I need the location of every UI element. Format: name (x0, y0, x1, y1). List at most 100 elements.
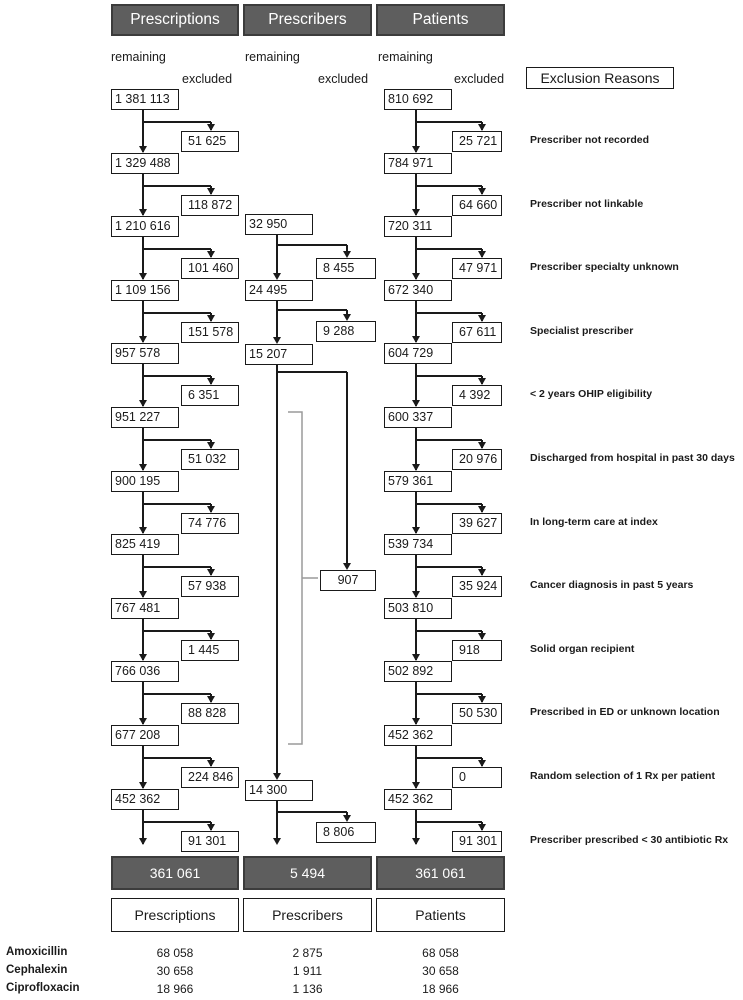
prescriptions-remaining-box: 900 195 (111, 471, 179, 492)
patients-excluded-box: 39 627 (452, 513, 502, 534)
prescriptions-excluded-box: 74 776 (181, 513, 239, 534)
drug-value: 2 875 (292, 946, 323, 960)
patients-remaining-box: 604 729 (384, 343, 452, 364)
trunk-arrowhead (412, 782, 420, 789)
prescribers-excluded-box: 9 288 (316, 321, 376, 342)
trunk-arrowhead (273, 773, 281, 780)
patients-excluded-box: 35 924 (452, 576, 502, 597)
drug-value: 30 658 (156, 964, 194, 978)
trunk-arrowhead (412, 146, 420, 153)
patients-excluded-box: 50 530 (452, 703, 502, 724)
label-remaining-prescriptions: remaining (111, 50, 166, 64)
prescriptions-remaining-box: 677 208 (111, 725, 179, 746)
branch-arrowhead (207, 378, 215, 385)
prescriptions-remaining-box: 951 227 (111, 407, 179, 428)
trunk-arrowhead (273, 337, 281, 344)
patients-excluded-box: 4 392 (452, 385, 502, 406)
branch-arrowhead (207, 569, 215, 576)
prescriptions-remaining-box: 1 210 616 (111, 216, 179, 237)
drug-value: 1 911 (292, 964, 323, 978)
prescriptions-excluded-box: 6 351 (181, 385, 239, 406)
prescriptions-excluded-box: 101 460 (181, 258, 239, 279)
bracket (288, 411, 318, 745)
branch-arrowhead (207, 124, 215, 131)
patients-excluded-box: 20 976 (452, 449, 502, 470)
exclusion-reason: Cancer diagnosis in past 5 years (530, 579, 694, 591)
header-patients: Patients (376, 4, 505, 36)
trunk-arrowhead (412, 838, 420, 845)
final-count-prescriptions: 361 061 (111, 856, 239, 890)
label-excluded-patients: excluded (454, 72, 505, 86)
trunk-arrowhead (139, 782, 147, 789)
exclusion-reason: Prescriber not linkable (530, 198, 644, 210)
trunk-arrowhead (412, 591, 420, 598)
header-prescriptions: Prescriptions (111, 4, 239, 36)
label-remaining-prescribers: remaining (245, 50, 300, 64)
branch-arrowhead (478, 188, 486, 195)
patients-remaining-box: 579 361 (384, 471, 452, 492)
trunk-arrowhead (139, 527, 147, 534)
label-excluded-prescribers: excluded (318, 72, 369, 86)
patients-remaining-box: 600 337 (384, 407, 452, 428)
trunk-arrowhead (139, 400, 147, 407)
patients-excluded-box: 918 (452, 640, 502, 661)
patients-remaining-box: 784 971 (384, 153, 452, 174)
drug-name: Cephalexin (6, 964, 68, 976)
prescriptions-remaining-box: 1 109 156 (111, 280, 179, 301)
trunk-arrowhead (139, 718, 147, 725)
exclusion-reason: Prescriber prescribed < 30 antibiotic Rx (530, 834, 729, 846)
patients-remaining-box: 720 311 (384, 216, 452, 237)
prescribers-remaining-box: 15 207 (245, 344, 313, 365)
prescriptions-remaining-box: 452 362 (111, 789, 179, 810)
final-label-prescriptions: Prescriptions (111, 898, 239, 932)
branch-arrowhead (478, 442, 486, 449)
exclusion-reason: In long-term care at index (530, 516, 658, 528)
branch-arrowhead (478, 569, 486, 576)
label-excluded-prescriptions: excluded (182, 72, 233, 86)
branch-arrowhead (207, 633, 215, 640)
branch-arrowhead (478, 696, 486, 703)
prescriptions-excluded-box: 1 445 (181, 640, 239, 661)
patients-remaining-box: 539 734 (384, 534, 452, 555)
prescribers-excluded-box: 8 806 (316, 822, 376, 843)
branch-arrowhead (343, 815, 351, 822)
branch-arrowhead (478, 760, 486, 767)
patients-excluded-box: 25 721 (452, 131, 502, 152)
branch-arrowhead (343, 563, 351, 570)
drug-value: 1 136 (292, 982, 323, 996)
trunk-arrowhead (139, 146, 147, 153)
exclusion-reason: Prescribed in ED or unknown location (530, 706, 720, 718)
prescriptions-excluded-box: 118 872 (181, 195, 239, 216)
trunk-arrowhead (139, 591, 147, 598)
drug-value: 30 658 (422, 964, 459, 978)
patients-excluded-box: 47 971 (452, 258, 502, 279)
patients-remaining-box: 672 340 (384, 280, 452, 301)
drug-name: Ciprofloxacin (6, 982, 80, 994)
drug-name: Amoxicillin (6, 946, 68, 958)
branch-arrowhead (343, 251, 351, 258)
final-label-patients: Patients (376, 898, 505, 932)
branch-arrowhead (207, 824, 215, 831)
patients-excluded-box: 67 611 (452, 322, 502, 343)
final-count-prescribers: 5 494 (243, 856, 372, 890)
label-remaining-patients: remaining (378, 50, 433, 64)
trunk-arrowhead (412, 209, 420, 216)
exclusion-reason: Prescriber not recorded (530, 134, 650, 146)
branch-arrowhead (207, 442, 215, 449)
exclusion-reason: < 2 years OHIP eligibility (530, 388, 653, 400)
prescriptions-remaining-box: 766 036 (111, 661, 179, 682)
trunk-arrowhead (412, 336, 420, 343)
exclusion-reason: Specialist prescriber (530, 325, 634, 337)
branch-arrowhead (207, 251, 215, 258)
prescriptions-remaining-box: 825 419 (111, 534, 179, 555)
prescriptions-remaining-box: 1 329 488 (111, 153, 179, 174)
trunk-arrowhead (139, 336, 147, 343)
drug-value: 68 058 (422, 946, 459, 960)
patients-excluded-box: 0 (452, 767, 502, 788)
prescriptions-excluded-box: 57 938 (181, 576, 239, 597)
prescribers-remaining-box: 14 300 (245, 780, 313, 801)
exclusion-reasons-header: Exclusion Reasons (526, 67, 674, 89)
branch-arrowhead (207, 188, 215, 195)
drug-value: 18 966 (156, 982, 194, 996)
